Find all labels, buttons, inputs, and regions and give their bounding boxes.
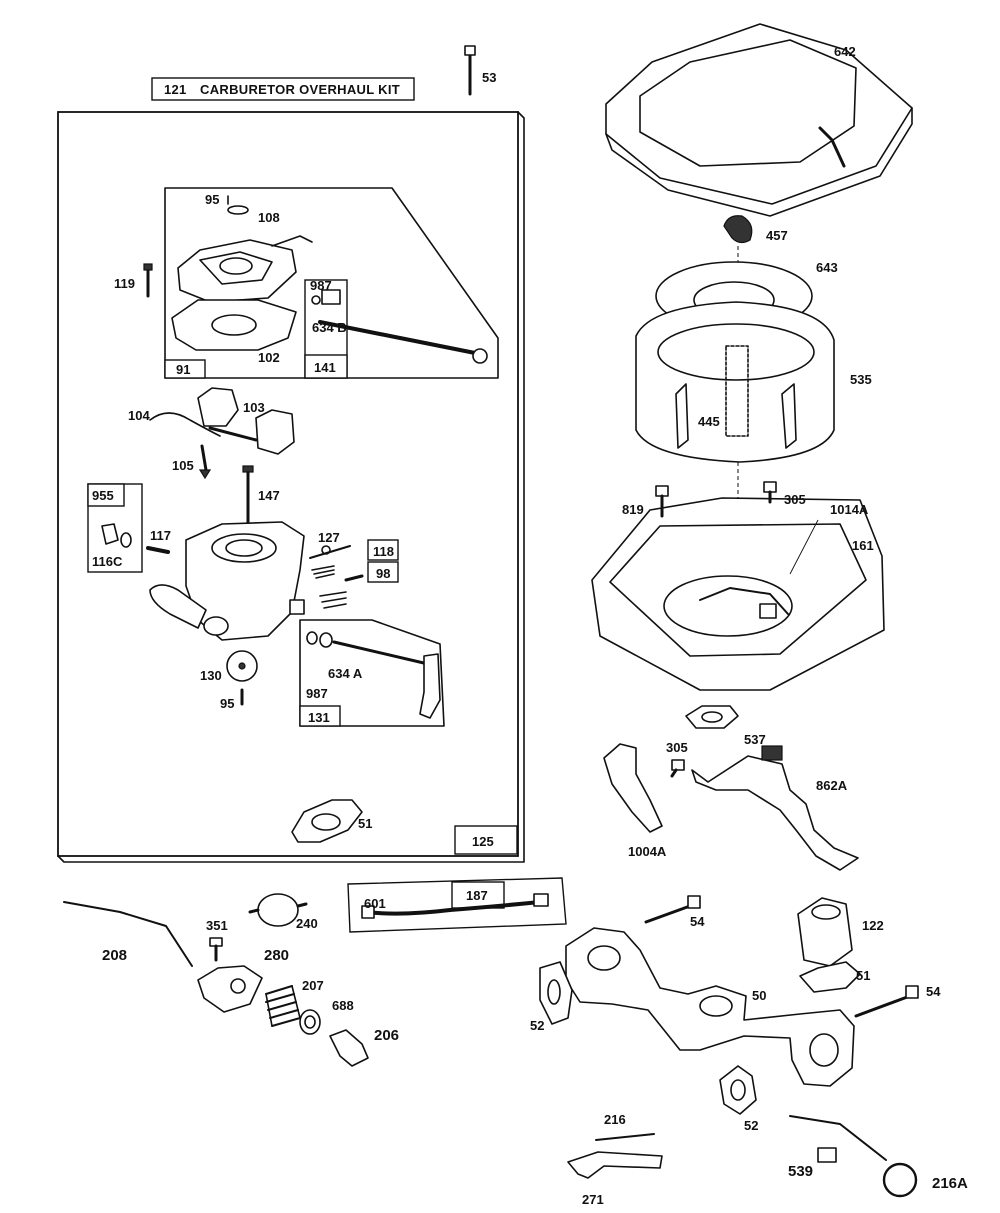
bolt-54-upper (644, 895, 701, 924)
air-cleaner-cover-642 (605, 23, 913, 217)
callout-457: 457 (766, 228, 788, 243)
callout-634B: 634 B (312, 320, 347, 335)
screw-351 (209, 937, 223, 962)
callout-103: 103 (243, 400, 265, 415)
callout-91: 91 (176, 362, 190, 377)
screw-305-lower (670, 759, 685, 778)
callout-634A: 634 A (328, 666, 363, 681)
callout-125: 125 (472, 834, 494, 849)
callout-601: 601 (364, 896, 386, 911)
callout-161: 161 (852, 538, 874, 553)
carburetor-main-body (87, 465, 399, 706)
fuel-filter-240 (248, 893, 308, 927)
callout-643: 643 (816, 260, 838, 275)
callout-98: 98 (376, 566, 390, 581)
callout-305-upper: 305 (784, 492, 806, 507)
callout-535: 535 (850, 372, 872, 387)
callout-141: 141 (314, 360, 336, 375)
callout-539: 539 (788, 1163, 813, 1180)
bracket-280 (197, 965, 263, 1013)
callout-95-upper: 95 (205, 192, 219, 207)
callout-52-left: 52 (530, 1018, 544, 1033)
gasket-52-lower (719, 1065, 757, 1115)
screw-305-upper (763, 481, 777, 504)
callout-240: 240 (296, 916, 318, 931)
callout-52-lower: 52 (744, 1118, 758, 1133)
bracket-1004A (603, 743, 663, 833)
callout-216A: 216A (932, 1175, 968, 1192)
gasket-51-kit (291, 799, 363, 843)
callout-130: 130 (200, 668, 222, 683)
callout-104: 104 (128, 408, 150, 423)
callout-271: 271 (582, 1192, 604, 1207)
callout-105: 105 (172, 458, 194, 473)
gasket-52-left (539, 961, 573, 1025)
callout-642: 642 (834, 44, 856, 59)
callout-51-kit: 51 (358, 816, 372, 831)
callout-122: 122 (862, 918, 884, 933)
callout-54-upper: 54 (690, 914, 705, 929)
spring-207 (265, 985, 301, 1027)
callout-305-lower: 305 (666, 740, 688, 755)
callout-54-lower: 54 (926, 984, 941, 999)
callout-95-lower: 95 (220, 696, 234, 711)
callout-1014A: 1014A (830, 502, 869, 517)
spacer-122 (797, 897, 853, 967)
callout-206: 206 (374, 1027, 399, 1044)
precleaner-535 (635, 301, 835, 463)
callout-53: 53 (482, 70, 496, 85)
bracket-271 (567, 1151, 663, 1179)
rod-208 (63, 901, 193, 967)
gasket-51-manifold (799, 961, 861, 993)
throttle-shaft-group: 131 (299, 619, 445, 727)
callout-187: 187 (466, 888, 488, 903)
callout-987-lower: 987 (306, 686, 328, 701)
callout-216: 216 (604, 1112, 626, 1127)
link-216 (595, 1133, 655, 1141)
fuel-line-group (347, 877, 567, 933)
air-cleaner-base-161 (591, 497, 885, 691)
callout-131: 131 (308, 710, 330, 725)
callout-102: 102 (258, 350, 280, 365)
bolt-53 (464, 45, 476, 96)
callout-147: 147 (258, 488, 280, 503)
callout-280: 280 (264, 947, 289, 964)
ring-688 (299, 1009, 321, 1035)
callout-118: 118 (373, 544, 394, 559)
callout-127: 127 (318, 530, 340, 545)
callout-445: 445 (698, 414, 720, 429)
callout-862A: 862A (816, 778, 848, 793)
kit-number: 121 (164, 82, 187, 97)
cable-216A (789, 1115, 918, 1198)
callout-50: 50 (752, 988, 766, 1003)
intake-manifold-50 (565, 927, 855, 1087)
bracket-862A (691, 745, 859, 871)
plug-206 (329, 1029, 369, 1067)
callout-987-upper: 987 (310, 278, 332, 293)
callout-117: 117 (150, 528, 171, 543)
gasket-537 (685, 705, 739, 729)
callout-688: 688 (332, 998, 354, 1013)
carburetor-kit-frame: 121 CARBURETOR OVERHAUL KIT 125 (57, 77, 525, 863)
callout-51-manifold: 51 (856, 968, 870, 983)
callout-108: 108 (258, 210, 280, 225)
callout-208: 208 (102, 947, 127, 964)
float-assembly (149, 387, 295, 480)
callout-116C: 116C (92, 554, 123, 569)
clip-539 (817, 1147, 837, 1163)
callout-819: 819 (622, 502, 644, 517)
callout-1004A: 1004A (628, 844, 667, 859)
screw-819 (655, 485, 669, 518)
callout-119: 119 (114, 276, 135, 291)
callout-537: 537 (744, 732, 766, 747)
kit-title: CARBURETOR OVERHAUL KIT (200, 82, 400, 97)
bolt-54-lower (854, 985, 919, 1018)
carburetor-upper-body-group: 91 141 (143, 187, 499, 379)
callout-955: 955 (92, 488, 114, 503)
callout-351: 351 (206, 918, 228, 933)
callout-207: 207 (302, 978, 324, 993)
